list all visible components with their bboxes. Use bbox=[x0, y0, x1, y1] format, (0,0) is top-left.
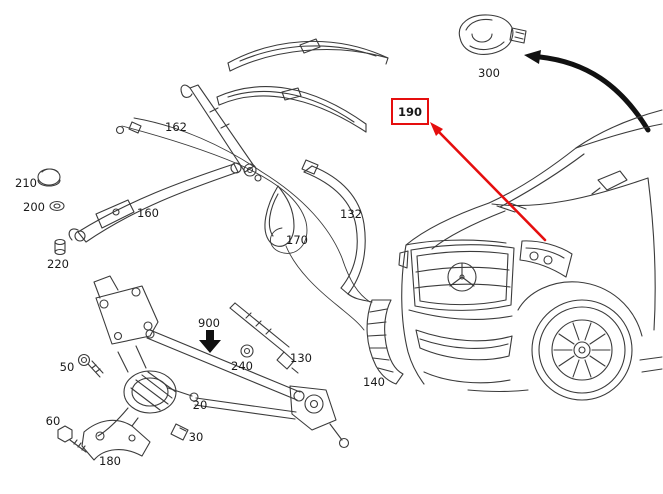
wiper-arm-160 bbox=[68, 162, 242, 243]
part-label-200[interactable]: 200 bbox=[23, 200, 45, 214]
grommet-200 bbox=[49, 200, 65, 212]
bracket-180 bbox=[81, 417, 151, 461]
pivot-shaft-130 bbox=[229, 302, 299, 374]
part-label-20[interactable]: 20 bbox=[192, 398, 208, 412]
washer-240 bbox=[240, 344, 254, 358]
part-label-220[interactable]: 220 bbox=[47, 257, 69, 271]
part-label-60[interactable]: 60 bbox=[45, 414, 61, 428]
cap-210 bbox=[37, 168, 61, 187]
part-label-130[interactable]: 130 bbox=[290, 351, 312, 365]
mounting-direction-arrow bbox=[524, 50, 651, 133]
bolt-50 bbox=[77, 353, 104, 378]
pointer-arrow-900 bbox=[199, 330, 221, 353]
part-label-300[interactable]: 300 bbox=[478, 66, 500, 80]
washer-hoses bbox=[115, 117, 371, 331]
rain-sensor bbox=[458, 14, 527, 55]
part-label-170[interactable]: 170 bbox=[286, 233, 308, 247]
car-front-line-art bbox=[398, 109, 663, 401]
part-label-50[interactable]: 50 bbox=[59, 360, 75, 374]
part-label-160[interactable]: 160 bbox=[137, 206, 159, 220]
hose-132 bbox=[301, 159, 373, 303]
wiper-arm-162 bbox=[180, 84, 262, 182]
part-label-190-highlighted[interactable]: 190 bbox=[391, 98, 429, 125]
clip-30 bbox=[170, 423, 189, 441]
hose-loop-170 bbox=[264, 185, 295, 247]
part-label-900[interactable]: 900 bbox=[198, 316, 220, 330]
part-label-132[interactable]: 132 bbox=[340, 207, 362, 221]
pin-220 bbox=[54, 238, 66, 256]
part-label-210[interactable]: 210 bbox=[15, 176, 37, 190]
corrugated-hose-140 bbox=[366, 299, 404, 385]
part-label-140[interactable]: 140 bbox=[363, 375, 385, 389]
wiper-linkage-assembly-20 bbox=[93, 275, 350, 449]
wiper-blade-lower bbox=[216, 86, 367, 133]
part-label-240[interactable]: 240 bbox=[231, 359, 253, 373]
wiper-blade-upper bbox=[227, 38, 389, 72]
part-label-30[interactable]: 30 bbox=[188, 430, 204, 444]
part-label-180[interactable]: 180 bbox=[99, 454, 121, 468]
part-label-162[interactable]: 162 bbox=[165, 120, 187, 134]
bolt-60 bbox=[57, 425, 87, 453]
highlight-arrow bbox=[430, 122, 547, 242]
